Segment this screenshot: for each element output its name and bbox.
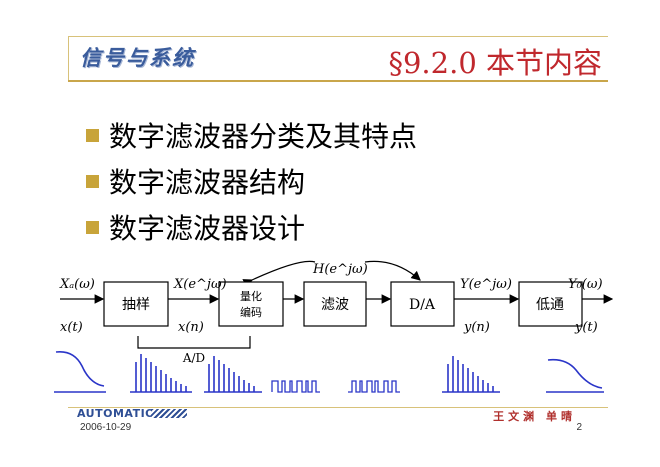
bullet-item: 数字滤波器设计: [86, 204, 417, 250]
bullet-text: 数字滤波器结构: [109, 166, 306, 199]
filter-block: [303, 281, 367, 327]
footer-rule: [68, 407, 608, 408]
label-h-ejw: H(e^jω): [312, 262, 368, 277]
ad-bracket: [137, 336, 251, 349]
header-left-rule: [68, 36, 69, 80]
lowpass-block: [518, 281, 583, 327]
lowpass-block-label: 低通: [536, 297, 564, 313]
course-logo: 信号与系统: [80, 46, 195, 70]
output-waveform: [546, 358, 604, 393]
quantize-block-label-2: 编码: [240, 305, 262, 319]
waveform-row: [54, 350, 604, 393]
bullet-text: 数字滤波器分类及其特点: [109, 120, 418, 153]
h-curve-right: [364, 260, 421, 281]
ad-label: A/D: [182, 351, 205, 365]
header-top-rule: [68, 36, 608, 37]
output-samples: [442, 356, 500, 393]
filter-block-label: 滤波: [321, 297, 349, 313]
label-x-t: x(t): [60, 320, 83, 335]
bullet-square-icon: [86, 174, 99, 188]
label-y-n: y(n): [463, 320, 490, 335]
sample-block: [103, 281, 169, 327]
signal-processing-diagram: 抽样 量化 编码 滤波 D/A 低通 Xₐ(ω) x(t) X(e^jω) x(…: [54, 260, 614, 393]
page-number: 2: [576, 422, 582, 433]
header-bottom-rule: [68, 80, 608, 82]
footer-author: 王文渊 单晴: [493, 410, 576, 423]
da-block: [390, 281, 455, 327]
label-y-ejw: Y(e^jω): [460, 277, 512, 292]
input-waveform: [54, 350, 106, 393]
slide-title: §9.2.0 本节内容: [388, 46, 602, 80]
quantized-waveform: [204, 356, 262, 393]
encoded-bitstream: [271, 380, 320, 393]
h-curve-left: [242, 260, 316, 288]
quantize-block: [218, 281, 284, 327]
sample-block-label: 抽样: [122, 297, 150, 313]
footer-date: 2006-10-29: [80, 422, 132, 433]
label-x-n: x(n): [178, 320, 204, 335]
filtered-bitstream: [348, 380, 400, 393]
label-xa-omega: Xₐ(ω): [59, 277, 95, 292]
label-x-ejw: X(e^jω): [173, 277, 227, 292]
bullet-list: 数字滤波器分类及其特点 数字滤波器结构 数字滤波器设计: [86, 112, 417, 250]
label-y0-omega: Y₀(ω): [568, 277, 603, 292]
quantize-block-label-1: 量化: [240, 289, 262, 303]
bullet-square-icon: [86, 128, 99, 142]
label-y-t: y(t): [574, 320, 598, 335]
bullet-item: 数字滤波器结构: [86, 158, 417, 204]
bullet-text: 数字滤波器设计: [109, 212, 306, 245]
da-block-label: D/A: [409, 297, 436, 313]
automation-brand: AUTOMATION: [77, 407, 165, 420]
bullet-square-icon: [86, 220, 99, 234]
brand-hatch-pattern: [151, 409, 187, 418]
bullet-item: 数字滤波器分类及其特点: [86, 112, 417, 158]
sampled-waveform: [130, 354, 192, 393]
